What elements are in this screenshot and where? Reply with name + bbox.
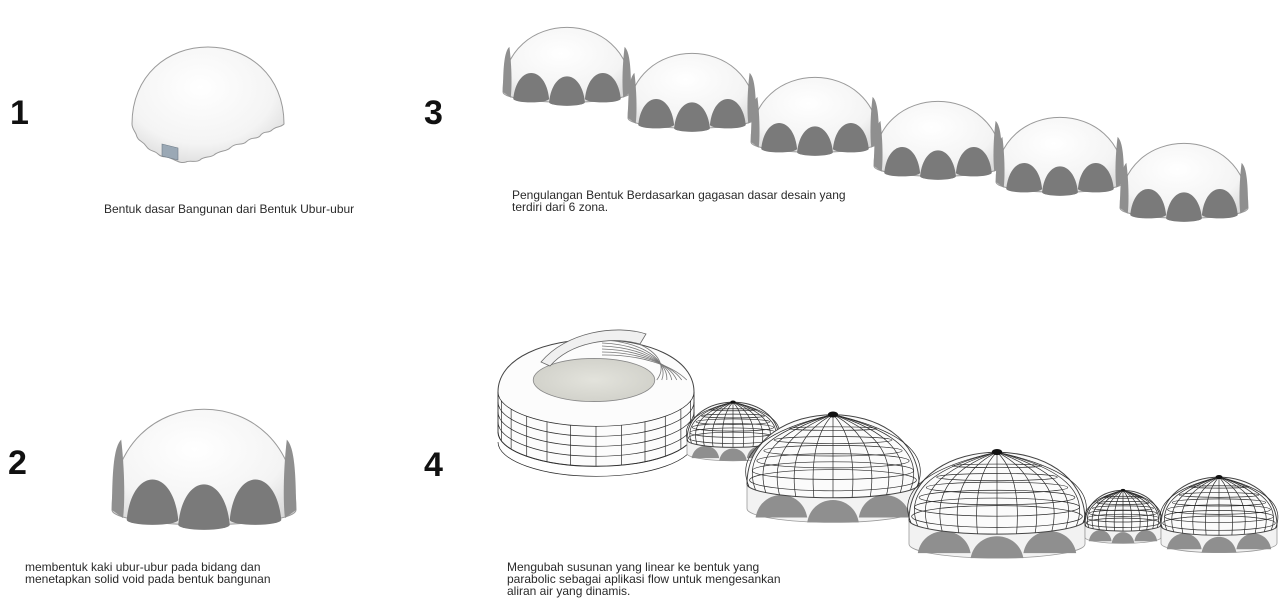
repeated-dome-4 (874, 101, 1002, 179)
dome-with-legs (112, 409, 296, 530)
dome-with-legs-icon (112, 409, 296, 530)
parabolic-dome-arrangement (498, 330, 1278, 558)
wireframe-dome-medium (1160, 475, 1278, 553)
void-arch (284, 440, 296, 518)
cutaway-dome (498, 330, 694, 476)
void-arch (503, 47, 512, 98)
dome-apex (992, 449, 1003, 455)
void-arch (112, 440, 124, 518)
dome-repetition-row (503, 27, 1248, 221)
dome-apex (730, 400, 736, 403)
wireframe-dome-small-2 (1084, 489, 1161, 543)
repeated-dome-2 (628, 53, 756, 131)
repeated-dome-3 (751, 77, 879, 155)
wireframe-dome-large-2 (908, 449, 1087, 558)
dome-basic-icon (132, 47, 284, 163)
repeated-dome-1 (503, 27, 631, 105)
void-arch (1239, 163, 1248, 214)
dome-apex (1216, 475, 1223, 479)
dome-apex (828, 411, 838, 417)
dome-apex (1121, 489, 1126, 492)
repeated-dome-6 (1120, 143, 1248, 221)
repeated-dome-5 (996, 117, 1124, 195)
